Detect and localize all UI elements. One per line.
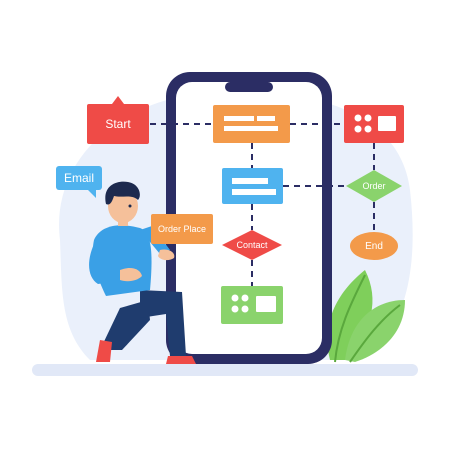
email-label: Email (63, 171, 94, 185)
order-place-card (151, 214, 213, 244)
end-node (350, 232, 398, 260)
start-node (87, 96, 149, 144)
email-bubble-icon (56, 166, 102, 198)
floor-shadow (32, 364, 418, 376)
order-decision-node (346, 170, 402, 202)
end-label: End (365, 240, 383, 252)
flow-connectors (150, 123, 375, 286)
order-label: Order (362, 181, 386, 191)
middle-process-node (222, 168, 283, 204)
start-label: Start (105, 117, 131, 131)
plant-leaf-icon (327, 270, 405, 363)
top-process-node (213, 105, 290, 143)
contact-label: Contact (236, 240, 268, 250)
contact-decision-node (222, 230, 282, 260)
order-place-label: Order Place (157, 224, 207, 234)
phone-notch (225, 82, 273, 92)
grid-dots-icon (344, 105, 404, 143)
phone-screen (176, 82, 322, 354)
bottom-process-node (221, 286, 283, 324)
